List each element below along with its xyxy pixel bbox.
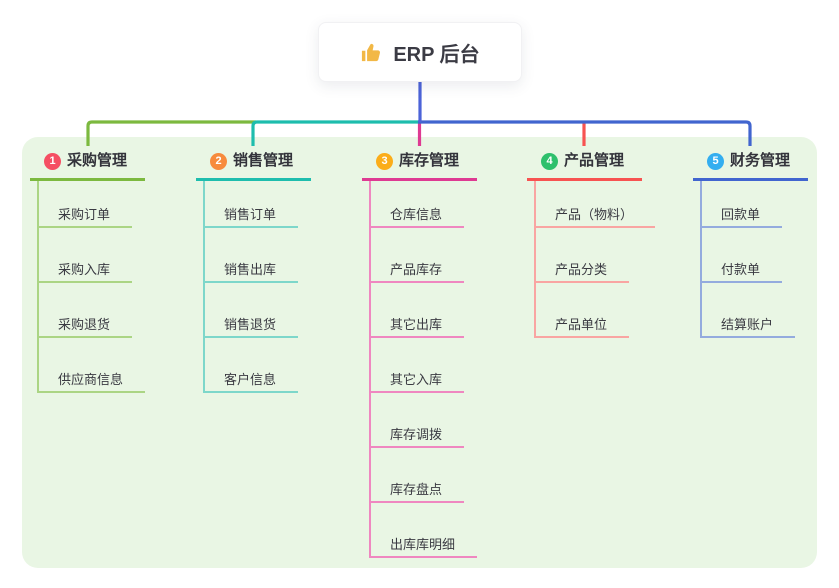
mindmap-child-node[interactable]: 客户信息 [203,369,299,393]
mindmap-panel [22,137,817,568]
branch-sales: 2 销售管理 销售订单 销售出库 销售退货 客户信息 [196,0,311,588]
branch-label: 库存管理 [399,152,460,169]
branch-header-purchase[interactable]: 1 采购管理 [30,148,145,181]
mindmap-child-node[interactable]: 出库库明细 [369,534,478,558]
thumbs-up-icon [360,41,383,64]
branch-number-badge: 1 [44,152,61,170]
branch-header-product[interactable]: 4 产品管理 [527,148,642,181]
mindmap-child-node[interactable]: 采购入库 [37,259,133,283]
mindmap-child-node[interactable]: 产品单位 [534,314,630,338]
root-label: ERP 后台 [393,43,480,66]
mindmap-child-node[interactable]: 供应商信息 [37,369,146,393]
mindmap-child-node[interactable]: 产品分类 [534,259,630,283]
branch-number-badge: 2 [210,152,227,170]
branch-label: 销售管理 [233,152,294,169]
branch-number-badge: 4 [541,152,558,170]
branch-number-badge: 5 [707,152,724,170]
branch-finance: 5 财务管理 回款单 付款单 结算账户 [693,0,808,588]
branch-label: 采购管理 [67,152,128,169]
mindmap-child-node[interactable]: 仓库信息 [369,204,465,228]
branch-product: 4 产品管理 产品（物料） 产品分类 产品单位 [527,0,656,588]
branch-label: 产品管理 [564,152,625,169]
branch-header-sales[interactable]: 2 销售管理 [196,148,311,181]
mindmap-child-node[interactable]: 库存调拨 [369,424,465,448]
branch-child-line [534,181,536,338]
mindmap-child-node[interactable]: 结算账户 [700,314,796,338]
mindmap-child-node[interactable]: 其它出库 [369,314,465,338]
branch-child-line [203,181,205,393]
mindmap-child-node[interactable]: 销售出库 [203,259,299,283]
branch-child-line [700,181,702,338]
branch-child-line [37,181,39,393]
branch-purchase: 1 采购管理 采购订单 采购入库 采购退货 供应商信息 [30,0,146,588]
mindmap-child-node[interactable]: 采购订单 [37,204,133,228]
branch-child-line [369,181,371,558]
mindmap-child-node[interactable]: 采购退货 [37,314,133,338]
branch-header-inventory[interactable]: 3 库存管理 [362,148,477,181]
branch-inventory: 3 库存管理 仓库信息 产品库存 其它出库 其它入库 库存调拨 库存盘点 出库库… [362,0,478,588]
mindmap-child-node[interactable]: 库存盘点 [369,479,465,503]
root-node[interactable]: ERP 后台 [318,22,522,82]
branch-number-badge: 3 [376,152,393,170]
mindmap-child-node[interactable]: 付款单 [700,259,783,283]
branch-header-finance[interactable]: 5 财务管理 [693,148,808,181]
branch-label: 财务管理 [730,152,791,169]
mindmap-child-node[interactable]: 产品（物料） [534,204,656,228]
mindmap-child-node[interactable]: 销售订单 [203,204,299,228]
mindmap-child-node[interactable]: 其它入库 [369,369,465,393]
mindmap-child-node[interactable]: 产品库存 [369,259,465,283]
mindmap-child-node[interactable]: 销售退货 [203,314,299,338]
mindmap-child-node[interactable]: 回款单 [700,204,783,228]
